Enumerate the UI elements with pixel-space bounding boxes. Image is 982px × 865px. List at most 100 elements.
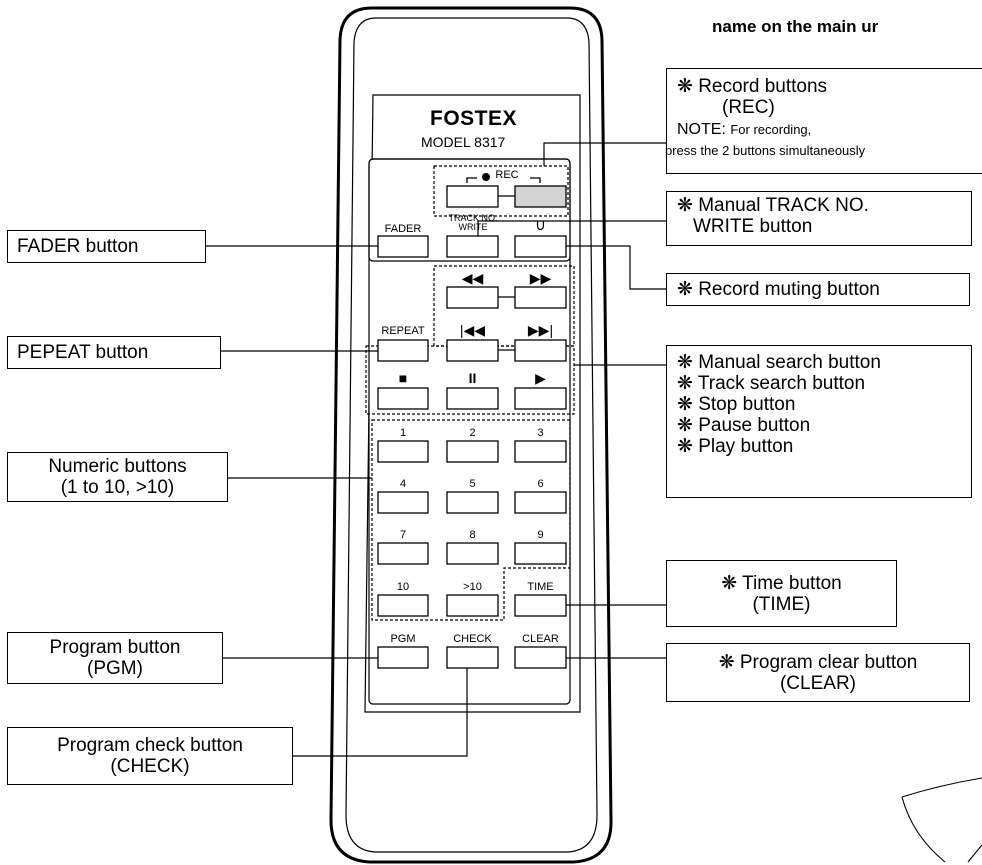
callout-numeric-line1: Numeric buttons [48,456,187,477]
callout-program-check: Program check button (CHECK) [7,727,293,785]
callout-program-check-line2: (CHECK) [110,756,190,777]
rec-dot-icon [482,173,490,181]
rec-button-right[interactable] [514,185,567,208]
callout-clear: ❋ Program clear button (CLEAR) [666,643,970,702]
callout-program-check-line1: Program check button [57,735,243,756]
pgm-label: PGM [390,633,416,645]
rewind-button[interactable] [446,286,499,309]
callout-record-note-label: NOTE: [677,121,726,138]
numeric-label-6: 6 [537,478,544,490]
callout-track-write-line1: ❋ Manual TRACK NO. [677,195,869,216]
numeric-button-3[interactable] [514,440,567,463]
callout-muting-text: ❋ Record muting button [677,279,880,300]
numeric-button-5[interactable] [446,491,499,514]
clear-label: CLEAR [522,633,559,645]
callout-track-write-line2: WRITE button [693,216,813,237]
numeric-button-1[interactable] [377,440,429,463]
numeric-label-5: 5 [469,478,476,490]
callout-program-line1: Program button [49,637,181,658]
numeric-button-10[interactable] [377,594,429,617]
pause-button[interactable] [446,387,499,410]
numeric-label-2: 2 [469,427,476,439]
fader-label: FADER [384,223,422,235]
stop-icon: ■ [398,370,408,386]
callout-repeat-text: PEPEAT button [17,342,149,363]
play-button[interactable] [514,387,567,410]
pause-icon: II [468,370,477,386]
leader-rec [543,142,666,166]
numeric-label-1: 1 [399,427,407,439]
fader-button[interactable] [377,235,429,258]
prev-track-icon: |◀◀ [459,322,486,338]
callout-time-line1: ❋ Time button [721,572,842,594]
numeric-button-6[interactable] [514,491,567,514]
repeat-button[interactable] [377,339,429,362]
callout-fader: FADER button [7,230,206,263]
header-text: name on the main ur [712,17,879,36]
callout-muting: ❋ Record muting button [666,273,970,306]
leader-track-write [477,220,666,236]
callout-time-line2: (TIME) [752,593,811,615]
numeric-button-8[interactable] [446,542,499,565]
callout-program: Program button (PGM) [7,632,223,684]
callout-record-line2: (REC) [722,97,775,118]
numeric-label-8: 8 [469,529,476,541]
callout-time: ❋ Time button (TIME) [666,560,897,627]
rec-group-label: REC [495,169,519,181]
callout-numeric-line2: (1 to 10, >10) [60,477,175,498]
leader-muting [566,245,666,290]
next-track-button[interactable] [514,339,567,362]
numeric-group-dashed [371,419,571,621]
callout-record-line4: press the 2 buttons simultaneously [665,143,866,158]
record-muting-button[interactable] [514,235,567,258]
prev-track-button[interactable] [446,339,499,362]
callout-search-line3: ❋ Stop button [677,394,796,415]
leader-check [293,668,468,757]
numeric-button-gt10[interactable] [446,594,499,617]
stop-pause-play-dashed [365,345,575,415]
track-no-write-button[interactable] [446,235,499,258]
partial-unit-outline [901,777,982,863]
callout-search-line2: ❋ Track search button [677,373,866,394]
callout-fader-text: FADER button [17,236,139,257]
callout-record-note-text: For recording, [730,122,812,137]
numeric-button-4[interactable] [377,491,429,514]
numeric-label-4: 4 [399,478,407,490]
callout-clear-line2: (CLEAR) [779,672,856,694]
stop-button[interactable] [377,387,429,410]
numeric-label-10: 10 [396,581,410,593]
track-no-write-label: TRACK NO. WRITE [448,213,498,232]
pgm-button[interactable] [377,646,429,669]
numeric-label-gt10: >10 [463,581,482,593]
brand-logo: FOSTEX [430,107,518,130]
callout-search-line5: ❋ Play button [677,436,794,457]
numeric-button-2[interactable] [446,440,499,463]
rewind-icon: ◀◀ [461,270,484,286]
fast-forward-button[interactable] [514,286,567,309]
numeric-label-3: 3 [537,427,544,439]
play-icon: ▶ [535,370,546,386]
callout-search-line4: ❋ Pause button [677,415,811,436]
numeric-button-9[interactable] [514,542,567,565]
clear-button[interactable] [514,646,567,669]
fast-forward-icon: ▶▶ [529,270,552,286]
rec-bracket [466,177,541,183]
callout-record: ❋ Record buttons (REC) NOTE: For recordi… [665,68,982,174]
numeric-label-9: 9 [537,529,544,541]
numeric-label-7: 7 [399,529,407,541]
callout-clear-line1: ❋ Program clear button [718,651,918,673]
callout-program-line2: (PGM) [87,658,143,679]
check-label: CHECK [453,633,492,645]
callout-search: ❋ Manual search button ❋ Track search bu… [666,345,972,498]
callout-search-line1: ❋ Manual search button [677,352,881,373]
callout-track-write: ❋ Manual TRACK NO. WRITE button [666,191,972,246]
callout-record-note: NOTE: For recording, [677,119,982,140]
callout-repeat: PEPEAT button [7,336,221,369]
rec-button-left[interactable] [446,185,499,208]
time-label: TIME [527,581,554,593]
check-button[interactable] [446,646,499,669]
rec-group-dashed [433,165,569,217]
time-button[interactable] [514,594,567,617]
numeric-button-7[interactable] [377,542,429,565]
